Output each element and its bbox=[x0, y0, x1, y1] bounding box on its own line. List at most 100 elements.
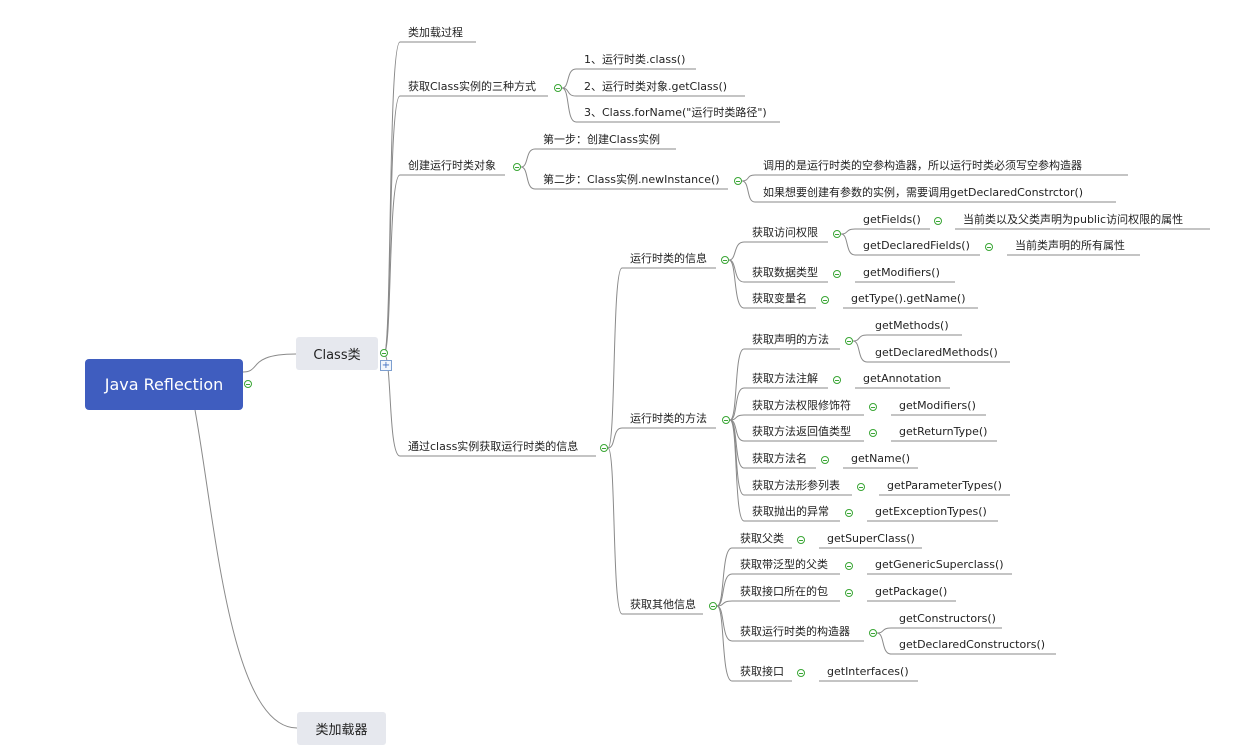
collapse-icon[interactable] bbox=[985, 243, 993, 251]
collapse-icon[interactable] bbox=[845, 589, 853, 597]
node-method-modifiers[interactable]: 获取方法权限修饰符 bbox=[752, 399, 851, 412]
node-exceptions[interactable]: 获取抛出的异常 bbox=[752, 505, 829, 518]
collapse-icon[interactable] bbox=[869, 629, 877, 637]
node-annotation[interactable]: 获取方法注解 bbox=[752, 372, 818, 385]
node-getsuperclass[interactable]: getSuperClass() bbox=[827, 532, 915, 545]
class-loader-node[interactable]: 类加载器 bbox=[297, 712, 386, 745]
collapse-icon[interactable] bbox=[734, 177, 742, 185]
node-getdeclaredfields-desc[interactable]: 当前类声明的所有属性 bbox=[1015, 239, 1125, 252]
class-node[interactable]: Class类 bbox=[296, 337, 378, 370]
collapse-icon[interactable] bbox=[554, 84, 562, 92]
node-way-1[interactable]: 1、运行时类.class() bbox=[584, 53, 686, 66]
connector bbox=[520, 166, 536, 190]
expand-icon[interactable]: + bbox=[380, 360, 392, 371]
connector bbox=[716, 605, 733, 682]
node-getexceptiontypes[interactable]: getExceptionTypes() bbox=[875, 505, 987, 518]
collapse-icon[interactable] bbox=[722, 416, 730, 424]
connector bbox=[852, 334, 868, 342]
collapse-icon[interactable] bbox=[380, 349, 388, 357]
connector bbox=[840, 228, 856, 235]
node-getinterfaces[interactable]: getInterfaces() bbox=[827, 665, 909, 678]
node-getconstructors[interactable]: getConstructors() bbox=[899, 612, 996, 625]
collapse-icon[interactable] bbox=[821, 456, 829, 464]
node-getpackage[interactable]: getPackage() bbox=[875, 585, 948, 598]
node-getparametertypes[interactable]: getParameterTypes() bbox=[887, 479, 1002, 492]
node-declared-methods[interactable]: 获取声明的方法 bbox=[752, 333, 829, 346]
connector bbox=[876, 627, 892, 634]
node-getannotation[interactable]: getAnnotation bbox=[863, 372, 942, 385]
collapse-icon[interactable] bbox=[833, 230, 841, 238]
collapse-icon[interactable] bbox=[845, 562, 853, 570]
node-class-info[interactable]: 运行时类的信息 bbox=[630, 252, 707, 265]
node-way-2[interactable]: 2、运行时类对象.getClass() bbox=[584, 80, 728, 93]
node-load-process[interactable]: 类加载过程 bbox=[408, 26, 463, 39]
connector bbox=[729, 348, 745, 421]
node-step-2[interactable]: 第二步：Class实例.newInstance() bbox=[543, 173, 720, 186]
collapse-icon[interactable] bbox=[857, 483, 865, 491]
connector bbox=[520, 148, 536, 168]
collapse-icon[interactable] bbox=[797, 669, 805, 677]
node-varname[interactable]: 获取变量名 bbox=[752, 292, 807, 305]
connector bbox=[729, 419, 745, 522]
collapse-icon[interactable] bbox=[845, 509, 853, 517]
collapse-icon[interactable] bbox=[833, 270, 841, 278]
connector bbox=[716, 573, 733, 607]
node-getname[interactable]: getName() bbox=[851, 452, 911, 465]
node-returntype[interactable]: 获取方法返回值类型 bbox=[752, 425, 851, 438]
connector bbox=[716, 600, 733, 607]
connector bbox=[729, 387, 745, 421]
node-datatype[interactable]: 获取数据类型 bbox=[752, 266, 818, 279]
collapse-icon[interactable] bbox=[833, 376, 841, 384]
collapse-icon[interactable] bbox=[600, 444, 608, 452]
node-access[interactable]: 获取访问权限 bbox=[752, 226, 818, 239]
node-package[interactable]: 获取接口所在的包 bbox=[740, 585, 828, 598]
collapse-icon[interactable] bbox=[869, 403, 877, 411]
collapse-icon[interactable] bbox=[709, 602, 717, 610]
node-other-info[interactable]: 获取其他信息 bbox=[630, 598, 696, 611]
node-runtime-info[interactable]: 通过class实例获取运行时类的信息 bbox=[408, 440, 579, 453]
node-way-3[interactable]: 3、Class.forName("运行时类路径") bbox=[584, 106, 767, 119]
connector bbox=[561, 87, 577, 123]
connector bbox=[383, 41, 401, 355]
node-getfields-desc[interactable]: 当前类以及父类声明为public访问权限的属性 bbox=[963, 213, 1184, 226]
collapse-icon[interactable] bbox=[934, 217, 942, 225]
collapse-icon[interactable] bbox=[797, 536, 805, 544]
node-generic-superclass[interactable]: 获取带泛型的父类 bbox=[740, 558, 828, 571]
node-getgenericsuperclass[interactable]: getGenericSuperclass() bbox=[875, 558, 1004, 571]
node-create-object[interactable]: 创建运行时类对象 bbox=[408, 159, 496, 172]
node-method-name[interactable]: 获取方法名 bbox=[752, 452, 807, 465]
connector bbox=[876, 632, 892, 655]
connector bbox=[728, 241, 745, 261]
node-note-1[interactable]: 调用的是运行时类的空参构造器，所以运行时类必须写空参构造器 bbox=[763, 159, 1082, 172]
node-superclass[interactable]: 获取父类 bbox=[740, 532, 784, 545]
node-params[interactable]: 获取方法形参列表 bbox=[752, 479, 840, 492]
collapse-icon[interactable] bbox=[513, 163, 521, 171]
node-getdeclaredfields[interactable]: getDeclaredFields() bbox=[863, 239, 970, 252]
connector bbox=[729, 419, 745, 469]
node-getmodifiers[interactable]: getModifiers() bbox=[863, 266, 940, 279]
connector bbox=[741, 180, 756, 203]
node-note-2[interactable]: 如果想要创建有参数的实例，需要调用getDeclaredConstrctor() bbox=[763, 186, 1084, 199]
node-constructors[interactable]: 获取运行时类的构造器 bbox=[740, 625, 850, 638]
collapse-icon[interactable] bbox=[845, 337, 853, 345]
node-getreturntype[interactable]: getReturnType() bbox=[899, 425, 988, 438]
collapse-icon[interactable] bbox=[244, 380, 252, 388]
node-getfields[interactable]: getFields() bbox=[863, 213, 921, 226]
node-step-1[interactable]: 第一步：创建Class实例 bbox=[543, 133, 660, 146]
root-node[interactable]: Java Reflection bbox=[85, 359, 243, 410]
node-get-class-instance[interactable]: 获取Class实例的三种方式 bbox=[408, 80, 536, 93]
node-gettype[interactable]: getType().getName() bbox=[851, 292, 966, 305]
collapse-icon[interactable] bbox=[869, 429, 877, 437]
node-method-getmodifiers[interactable]: getModifiers() bbox=[899, 399, 976, 412]
node-getdeclaredconstructors[interactable]: getDeclaredConstructors() bbox=[899, 638, 1046, 651]
connector bbox=[242, 353, 297, 373]
node-getmethods[interactable]: getMethods() bbox=[875, 319, 949, 332]
node-interfaces[interactable]: 获取接口 bbox=[740, 665, 784, 678]
connector bbox=[852, 340, 868, 363]
collapse-icon[interactable] bbox=[821, 296, 829, 304]
collapse-icon[interactable] bbox=[721, 256, 729, 264]
node-class-methods[interactable]: 运行时类的方法 bbox=[630, 412, 707, 425]
node-getdeclaredmethods[interactable]: getDeclaredMethods() bbox=[875, 346, 998, 359]
connector bbox=[607, 447, 623, 615]
